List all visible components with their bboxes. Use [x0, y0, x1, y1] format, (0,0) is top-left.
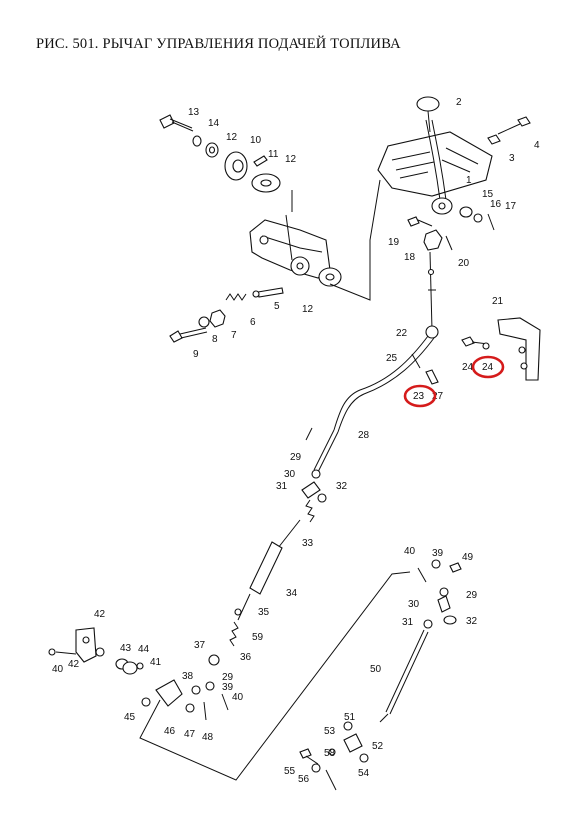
- highlight-marks: [403, 355, 505, 408]
- callout-12-top: 12: [285, 154, 297, 165]
- callout-4: 4: [534, 140, 540, 151]
- callout-45: 44: [138, 644, 150, 655]
- callout-48: 47: [184, 729, 196, 740]
- callout-50: 49: [462, 552, 474, 563]
- callout-14: 13: [188, 107, 200, 118]
- callout-39-mid: 39: [222, 682, 234, 693]
- callout-18: 17: [505, 201, 517, 212]
- callout-26: 25: [386, 353, 398, 364]
- callout-24-left: 23: [413, 391, 425, 402]
- callout-43: 42: [94, 609, 106, 620]
- callout-40-mid: 40: [232, 692, 244, 703]
- callout-42: 42: [68, 659, 80, 670]
- callout-30: 30: [284, 469, 296, 480]
- callout-7: 7: [231, 330, 237, 341]
- callout-19: 18: [404, 252, 416, 263]
- callout-39-right: 39: [432, 548, 444, 559]
- callout-33: 33: [302, 538, 314, 549]
- callout-41-left: 40: [52, 664, 64, 675]
- callout-10: 10: [250, 135, 262, 146]
- callout-6: 6: [250, 317, 256, 328]
- callout-16: 15: [482, 189, 494, 200]
- rod-assembly-left: [208, 469, 327, 666]
- callout-59: 59: [252, 632, 264, 643]
- highlight-ring-right: [471, 355, 505, 379]
- callout-31: 31: [276, 481, 288, 492]
- callout-23: 22: [396, 328, 408, 339]
- callout-15: 14: [208, 118, 220, 129]
- callout-8: 8: [212, 334, 218, 345]
- callout-3: 3: [509, 153, 515, 164]
- callout-44: 43: [120, 643, 132, 654]
- callout-46: 45: [124, 712, 136, 723]
- callout-5: 5: [274, 301, 280, 312]
- callout-28: 28: [358, 430, 370, 441]
- callout-13: 12: [226, 132, 238, 143]
- callout-52: 51: [344, 712, 356, 723]
- callout-54: 53: [324, 726, 336, 737]
- bracket-22-assembly: [461, 317, 541, 381]
- callout-1: 1: [466, 175, 472, 186]
- page-title: РИС. 501. РЫЧАГ УПРАВЛЕНИЯ ПОДАЧЕЙ ТОПЛИ…: [36, 36, 401, 52]
- callout-22: 21: [492, 296, 504, 307]
- callout-41-top: 41: [150, 657, 162, 668]
- callout-27: 27: [432, 391, 444, 402]
- callout-2: 2: [456, 97, 462, 108]
- callout-35: 35: [258, 607, 270, 618]
- callout-55: 54: [358, 768, 370, 779]
- callout-40-right: 40: [404, 546, 416, 557]
- callout-labels: 13 14 12 10 11 12 12 5 6 7 8 9 2 4 3 1 1…: [52, 97, 540, 785]
- callout-36: 36: [240, 652, 252, 663]
- callout-56: 55: [284, 766, 296, 777]
- callout-47: 46: [164, 726, 176, 737]
- callout-31-right: 31: [402, 617, 414, 628]
- highlight-ring-left: [403, 384, 437, 408]
- callout-9: 9: [193, 349, 199, 360]
- upper-left-assembly: [159, 114, 381, 343]
- callout-20: 19: [388, 237, 400, 248]
- callout-25: 24: [462, 362, 474, 373]
- callout-21: 20: [458, 258, 470, 269]
- callout-11: 11: [268, 149, 279, 160]
- callout-24-right: 24: [482, 362, 494, 373]
- callout-29-right: 29: [466, 590, 478, 601]
- callout-51: 50: [370, 664, 382, 675]
- callout-29: 29: [290, 452, 302, 463]
- bottom-left-mechanism: [48, 571, 411, 781]
- callout-38: 38: [182, 671, 194, 682]
- callout-58: 58: [324, 748, 336, 759]
- callout-32: 32: [336, 481, 348, 492]
- rod-assembly-right: [299, 559, 462, 791]
- callout-49: 48: [202, 732, 214, 743]
- callout-34: 34: [286, 588, 298, 599]
- callout-12-bottom: 12: [302, 304, 314, 315]
- callout-57: 56: [298, 774, 310, 785]
- callout-29-mid: 29: [222, 672, 234, 683]
- cable-assembly: [305, 325, 439, 473]
- lever-top-assembly: [377, 96, 531, 331]
- callout-17: 16: [490, 199, 502, 210]
- callout-53: 52: [372, 741, 384, 752]
- callout-37: 37: [194, 640, 206, 651]
- callout-32-right: 32: [466, 616, 478, 627]
- callout-30-right: 30: [408, 599, 420, 610]
